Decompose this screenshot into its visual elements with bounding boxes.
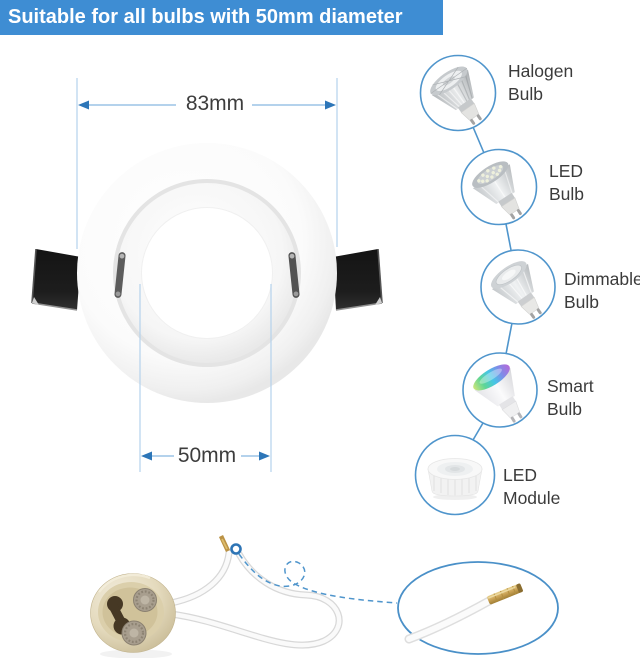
inner-diameter-label: 50mm — [177, 444, 237, 467]
smart-bulb-icon — [473, 364, 523, 423]
socket-wires — [167, 535, 343, 649]
dimmable-bulb-icon — [491, 261, 542, 319]
bulb-thumb-halogen — [419, 54, 497, 132]
outer-diameter-label: 83mm — [185, 92, 245, 115]
bulb-label-line: LED — [503, 465, 538, 485]
bulb-label-line: Bulb — [508, 84, 544, 104]
bulb-label-led: LED Bulb — [549, 160, 584, 206]
bulb-label-halogen: Halogen Bulb — [508, 60, 573, 106]
halogen-bulb-icon — [430, 66, 482, 125]
bulb-thumb-dimmable — [480, 249, 556, 325]
wire-tip-marker-icon — [230, 543, 242, 555]
dashed-connector-icon — [238, 553, 398, 604]
gu10-socket-icon — [90, 573, 176, 658]
bulb-label-line: Bulb — [564, 292, 600, 312]
header-title: Suitable for all bulbs with 50mm diamete… — [8, 6, 403, 28]
magnified-ferrule-icon — [487, 583, 523, 605]
bulb-label-line: Bulb — [547, 399, 583, 419]
arrow-right-icon — [325, 100, 336, 110]
arrow-right-icon — [259, 451, 270, 461]
wire-tip-magnifier-icon — [397, 561, 559, 655]
spring-clip-right-icon — [333, 248, 383, 311]
pivot-screw-right-icon — [288, 252, 300, 298]
socket-contact-upper — [133, 588, 157, 612]
bulb-label-module: LED Module — [503, 464, 560, 510]
bulb-chain-connectors — [472, 126, 513, 441]
bulb-opening — [141, 207, 273, 339]
pivot-screw-left-icon — [114, 252, 126, 298]
arrow-left-icon — [141, 451, 152, 461]
bulb-thumb-led — [460, 148, 538, 226]
led-module-icon — [427, 458, 483, 500]
downlight-frame — [31, 143, 383, 403]
socket-contact-lower — [121, 620, 147, 646]
bulb-thumb-smart — [462, 352, 538, 428]
bulb-thumb-module — [414, 434, 496, 516]
bulb-label-line: Smart — [547, 376, 594, 396]
spring-clip-left-icon — [31, 248, 81, 311]
header-banner: Suitable for all bulbs with 50mm diamete… — [0, 0, 443, 35]
bulb-label-smart: Smart Bulb — [547, 375, 594, 421]
bulb-label-line: LED — [549, 161, 584, 181]
bulb-label-line: Module — [503, 488, 561, 508]
dimension-50mm — [139, 284, 272, 472]
arrow-left-icon — [78, 100, 89, 110]
bulb-label-line: Halogen — [508, 61, 574, 81]
bulb-label-dimmable: Dimmable Bulb — [564, 268, 640, 314]
bulb-label-line: Dimmable — [564, 269, 640, 289]
led-bulb-icon — [472, 161, 522, 220]
dimension-83mm — [76, 78, 338, 249]
bulb-label-line: Bulb — [549, 184, 585, 204]
